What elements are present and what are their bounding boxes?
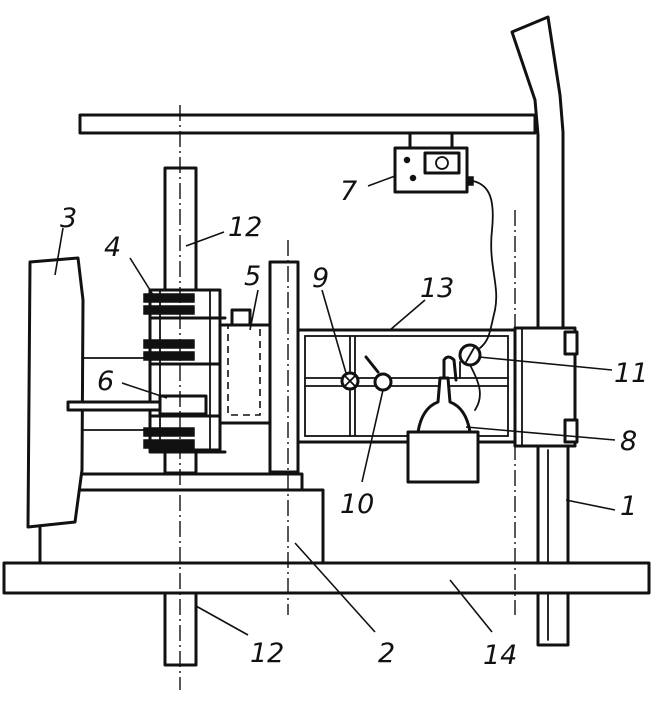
foundation-2 bbox=[38, 472, 325, 565]
label-6: 6 bbox=[97, 366, 114, 397]
column-bracket bbox=[513, 326, 579, 448]
label-10: 10 bbox=[340, 489, 374, 520]
housing-3 bbox=[26, 256, 166, 529]
label-12-bottom: 12 bbox=[250, 638, 284, 669]
label-14: 14 bbox=[483, 640, 517, 671]
rod-6 bbox=[66, 394, 208, 416]
cable bbox=[472, 180, 498, 349]
label-5: 5 bbox=[244, 261, 261, 292]
clamp-assembly-4 bbox=[143, 288, 227, 454]
labels: 1 2 3 4 5 6 7 8 9 10 11 12 12 bbox=[54, 175, 648, 671]
label-2: 2 bbox=[378, 638, 395, 669]
label-12-top: 12 bbox=[228, 212, 262, 243]
valve-9 bbox=[340, 371, 360, 391]
gauge-11 bbox=[458, 343, 482, 379]
label-1: 1 bbox=[620, 491, 637, 522]
label-3: 3 bbox=[60, 203, 77, 234]
label-7: 7 bbox=[340, 176, 357, 207]
control-unit-7 bbox=[393, 131, 474, 194]
label-11: 11 bbox=[614, 358, 648, 389]
top-beam bbox=[78, 113, 537, 135]
vertical-post bbox=[268, 260, 300, 474]
label-13: 13 bbox=[420, 273, 454, 304]
body-5 bbox=[218, 308, 272, 425]
centre-lines bbox=[179, 105, 516, 690]
label-4: 4 bbox=[104, 232, 121, 263]
label-9: 9 bbox=[312, 263, 329, 294]
label-8: 8 bbox=[620, 426, 637, 457]
tank-8 bbox=[406, 355, 480, 484]
